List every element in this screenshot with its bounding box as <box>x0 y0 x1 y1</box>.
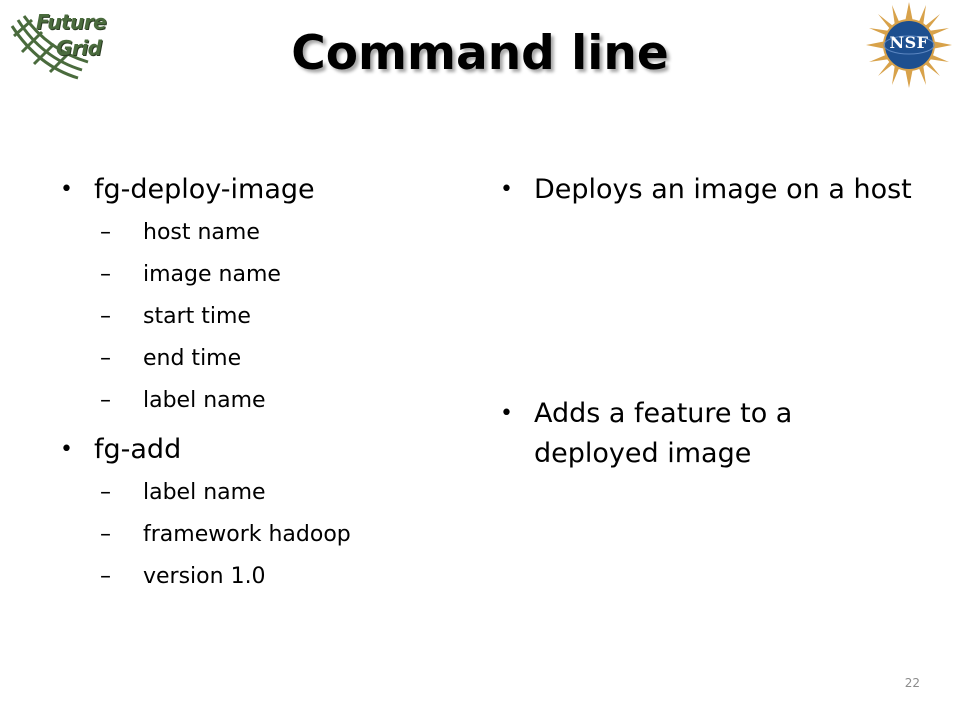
nsf-logo: NSF <box>866 2 952 88</box>
dash: – <box>100 388 111 413</box>
command-label: fg-deploy-image <box>94 174 315 205</box>
futuregrid-grid-icon <box>10 15 89 80</box>
param-label: version 1.0 <box>143 564 266 589</box>
param-label: framework hadoop <box>143 522 351 547</box>
dash: – <box>100 304 111 329</box>
sub-list: – host name – image name – start time – end … <box>60 212 460 422</box>
list-item: – version 1.0 <box>100 556 460 598</box>
page-number: 22 <box>904 676 920 690</box>
bullet: • <box>500 177 513 202</box>
param-label: end time <box>143 346 242 371</box>
list-item: – start time <box>100 296 460 338</box>
list-item: • fg-add <box>60 430 460 470</box>
list-item: – image name <box>100 254 460 296</box>
list-item: – end time <box>100 338 460 380</box>
bullet: • <box>500 401 513 426</box>
list-item: • Deploys an image on a host <box>500 170 920 210</box>
param-label: label name <box>143 480 266 505</box>
list-item: • Adds a feature to a deployed image <box>500 394 920 474</box>
slide-title: Command line <box>291 26 669 81</box>
nsf-globe-icon <box>866 2 952 88</box>
futuregrid-logo: Future Grid <box>8 6 120 82</box>
param-label: host name <box>143 220 260 245</box>
description-text: Deploys an image on a host <box>534 174 912 205</box>
dash: – <box>100 262 111 287</box>
right-column: • Deploys an image on a host • Adds a fe… <box>500 170 920 474</box>
list-item: – label name <box>100 472 460 514</box>
bullet: • <box>60 437 73 462</box>
param-label: image name <box>143 262 281 287</box>
dash: – <box>100 564 111 589</box>
list-item: – framework hadoop <box>100 514 460 556</box>
futuregrid-word-grid: Grid <box>56 36 102 60</box>
bullet: • <box>60 177 73 202</box>
param-label: start time <box>143 304 251 329</box>
dash: – <box>100 522 111 547</box>
dash: – <box>100 480 111 505</box>
nsf-logo-text: NSF <box>889 33 929 52</box>
description-text: Adds a feature to a deployed image <box>534 398 793 469</box>
command-label: fg-add <box>94 434 182 465</box>
dash: – <box>100 346 111 371</box>
param-label: label name <box>143 388 266 413</box>
dash: – <box>100 220 111 245</box>
sub-list: – label name – framework hadoop – version 1… <box>60 472 460 598</box>
list-item: – host name <box>100 212 460 254</box>
futuregrid-word-future: Future <box>36 10 107 34</box>
left-column: • fg-deploy-image – host name – image name… <box>60 170 460 606</box>
list-item: • fg-deploy-image <box>60 170 460 210</box>
list-item: – label name <box>100 380 460 422</box>
